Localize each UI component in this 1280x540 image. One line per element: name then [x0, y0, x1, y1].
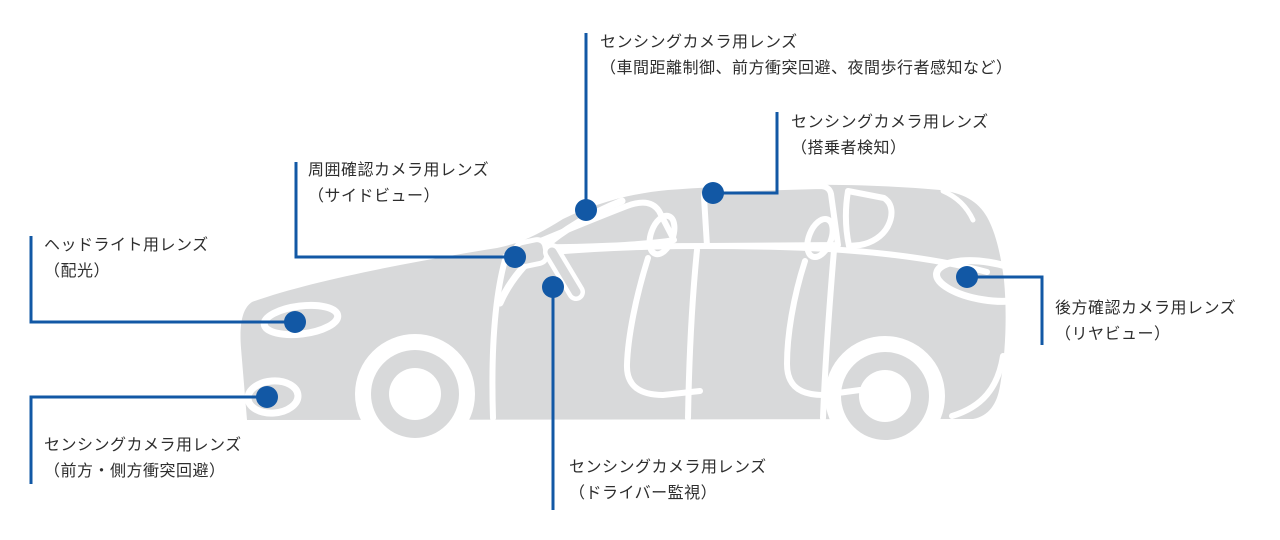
rear-wheel	[825, 336, 945, 456]
fog-lamp-outline	[244, 377, 302, 417]
marker-dot-occupant	[702, 182, 724, 204]
label-driver-monitor: センシングカメラ用レンズ （ドライバー監視）	[569, 455, 767, 507]
quarter-window	[842, 188, 895, 249]
label-front-side-collision-title: センシングカメラ用レンズ	[44, 437, 242, 454]
label-front-side-collision-detail: （前方・側方衝突回避）	[44, 463, 226, 480]
marker-dot-side-view	[504, 246, 526, 268]
label-front-sensing-detail: （車間距離制御、前方衝突回避、夜間歩行者感知など）	[600, 60, 1013, 77]
front-door-edge	[489, 257, 508, 421]
marker-dot-front-sensing	[575, 199, 597, 221]
label-driver-monitor-detail: （ドライバー監視）	[569, 485, 718, 502]
leader-side-view	[294, 162, 515, 259]
front-door-window	[523, 199, 677, 251]
label-driver-monitor-title: センシングカメラ用レンズ	[569, 459, 767, 476]
label-front-sensing: センシングカメラ用レンズ （車間距離制御、前方衝突回避、夜間歩行者感知など）	[600, 30, 1013, 82]
b-pillar-line	[685, 247, 700, 421]
marker-dot-driver-monitor	[542, 276, 564, 298]
label-front-sensing-title: センシングカメラ用レンズ	[600, 34, 798, 51]
label-occupant-detail: （搭乗者検知）	[791, 140, 907, 157]
rear-seat	[784, 216, 863, 398]
steering-wheel	[543, 243, 585, 301]
leader-rear-view	[967, 275, 1044, 345]
label-occupant-title: センシングカメラ用レンズ	[791, 114, 989, 131]
leader-occupant	[713, 112, 779, 195]
label-side-view-detail: （サイドビュー）	[308, 188, 441, 205]
label-rear-view-title: 後方確認カメラ用レンズ	[1055, 300, 1237, 317]
leader-lines	[29, 33, 1044, 510]
headlight-outline	[260, 301, 342, 339]
car-silhouette	[240, 183, 1039, 456]
marker-dot-front-side-collision	[256, 386, 278, 408]
leader-headlight	[29, 236, 295, 324]
label-rear-view-detail: （リヤビュー）	[1055, 326, 1171, 343]
label-front-side-collision: センシングカメラ用レンズ （前方・側方衝突回避）	[44, 433, 242, 485]
leader-front-side-collision	[29, 395, 267, 484]
marker-dot-rear-view	[956, 266, 978, 288]
label-rear-view: 後方確認カメラ用レンズ （リヤビュー）	[1055, 296, 1236, 348]
label-headlight-title: ヘッドライト用レンズ	[44, 237, 209, 254]
roof-rear-separation	[940, 188, 976, 223]
label-side-view: 周囲確認カメラ用レンズ （サイドビュー）	[308, 158, 489, 210]
rear-bumper-crease	[949, 353, 1006, 419]
label-occupant: センシングカメラ用レンズ （搭乗者検知）	[791, 110, 989, 162]
label-side-view-title: 周囲確認カメラ用レンズ	[308, 162, 490, 179]
taillight-outline	[933, 257, 1039, 305]
front-seat	[623, 212, 703, 398]
label-headlight-detail: （配光）	[44, 263, 111, 280]
marker-dot-headlight	[284, 311, 306, 333]
rear-door-edge	[820, 247, 837, 421]
lens-markers	[256, 182, 978, 408]
label-headlight: ヘッドライト用レンズ （配光）	[44, 233, 209, 285]
front-wheel	[355, 334, 475, 454]
